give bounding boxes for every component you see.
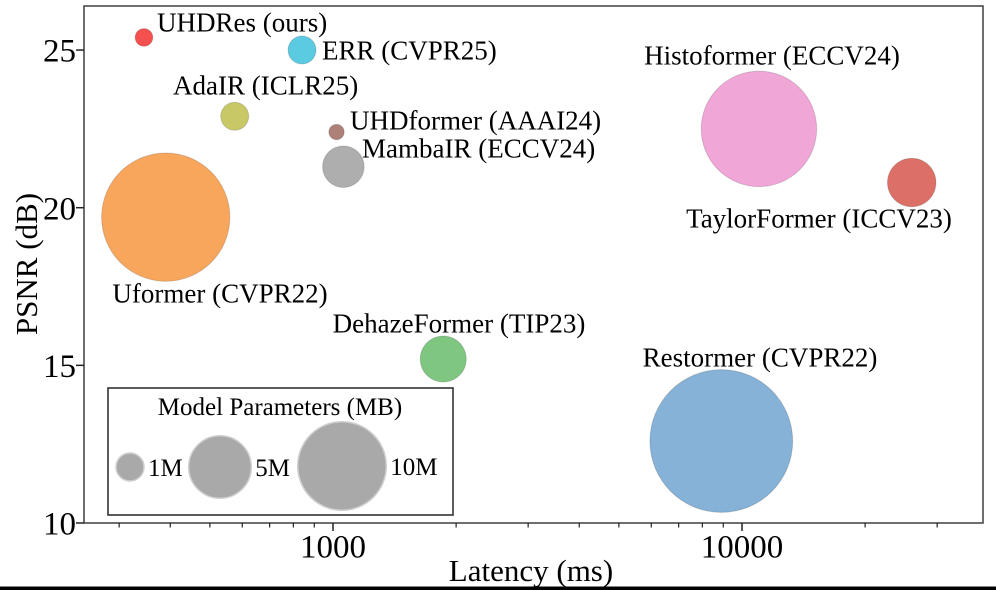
bubble-mambair <box>322 145 365 188</box>
y-tick-label: 10 <box>43 507 76 543</box>
y-tick-label: 15 <box>43 349 76 385</box>
bubble-err <box>287 35 317 65</box>
legend-bubble-1m <box>115 452 145 482</box>
axis-ticks <box>76 49 938 531</box>
x-tick-label: 1000 <box>300 530 366 566</box>
bubble-uformer <box>101 152 231 282</box>
bubble-label-taylorformer: TaylorFormer (ICCV23) <box>686 203 952 233</box>
x-axis-label: Latency (ms) <box>449 553 613 588</box>
plot-border <box>83 5 984 524</box>
bubble-label-uformer: Uformer (CVPR22) <box>112 278 327 308</box>
bubble-uhdres <box>134 28 154 47</box>
figure-bottom-rule <box>0 586 996 590</box>
data-bubble-labels: UHDRes (ours)ERR (CVPR25) AdaIR (ICLR25) U… <box>112 7 952 372</box>
y-tick-label: 20 <box>43 191 76 227</box>
bubble-label-restormer: Restormer (CVPR22) <box>643 342 878 372</box>
size-legend: Model Parameters (MB) 1M 5M 10M <box>107 387 454 516</box>
y-tick-label: 25 <box>43 34 76 70</box>
bubble-label-histoformer: Histoformer (ECCV24) <box>644 40 900 70</box>
bubble-restormer <box>649 369 794 513</box>
legend-item-label-1m: 1M <box>148 455 183 482</box>
legend-bubble-10m <box>296 420 388 512</box>
bubble-label-adair: AdaIR (ICLR25) <box>173 70 358 100</box>
bubble-histoformer <box>700 70 818 188</box>
bubble-taylorformer <box>886 157 937 208</box>
y-axis-label: PSNR (dB) <box>9 193 44 335</box>
legend-title: Model Parameters (MB) <box>158 394 402 421</box>
bubble-label-dehazeformer: DehazeFormer (TIP23) <box>333 308 586 338</box>
x-tick-label: 10000 <box>701 530 784 566</box>
bubble-label-mambair: MambaIR (ECCV24) <box>362 133 595 163</box>
bubble-uhdformer <box>328 123 345 141</box>
bubble-label-err: ERR (CVPR25) <box>322 35 497 65</box>
bubble-label-uhdres: UHDRes (ours) <box>157 7 327 37</box>
bubble-adair <box>220 101 250 131</box>
legend-items: 1M 5M 10M <box>115 420 438 512</box>
legend-item-label-5m: 5M <box>255 455 290 482</box>
bubble-label-uhdformer: UHDformer (AAAI24) <box>350 105 601 135</box>
axis-tick-labels: 1000 10000 10 15 20 25 <box>43 34 783 566</box>
bubble-dehazeformer <box>419 335 467 383</box>
legend-bubble-5m <box>187 434 253 500</box>
data-bubbles <box>101 28 937 513</box>
legend-box <box>107 387 454 516</box>
legend-item-label-10m: 10M <box>390 454 437 481</box>
